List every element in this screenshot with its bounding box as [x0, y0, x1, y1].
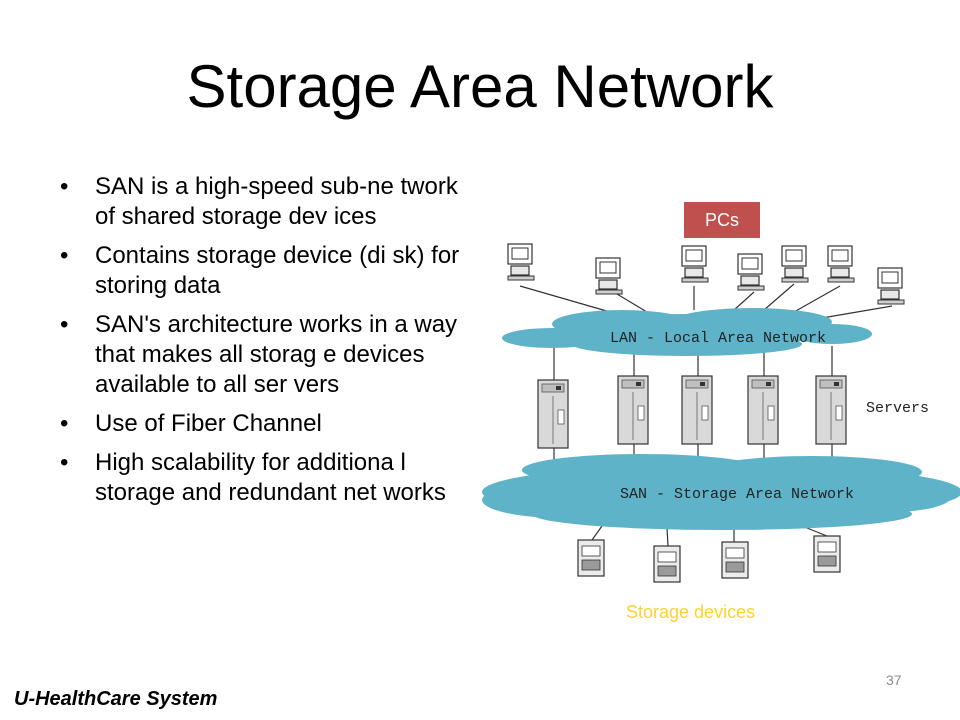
disk-icon	[577, 539, 605, 577]
server-icon	[537, 379, 569, 449]
disk-icon	[813, 535, 841, 573]
bullet-item: • SAN's architecture works in a way that …	[60, 310, 480, 400]
pc-icon-group	[507, 243, 905, 305]
server-icon	[617, 375, 649, 445]
pc-icon	[737, 253, 765, 291]
servers-label: Servers	[866, 400, 929, 417]
server-icon	[815, 375, 847, 445]
bullet-item: • SAN is a high-speed sub-ne twork of sha…	[60, 172, 480, 232]
bullet-dot: •	[60, 449, 69, 476]
bullet-dot: •	[60, 410, 69, 437]
bullet-item: • Contains storage device (di sk) for sto…	[60, 241, 480, 301]
bullet-list: • SAN is a high-speed sub-ne twork of sha…	[60, 172, 480, 517]
san-label: SAN - Storage Area Network	[620, 486, 854, 503]
server-icon	[681, 375, 713, 445]
bullet-text: High scalability for additiona l storage…	[95, 449, 446, 506]
pc-icon	[827, 245, 855, 283]
slide-title: Storage Area Network	[186, 53, 774, 120]
bullet-item: • Use of Fiber Channel	[60, 409, 480, 439]
disk-icon	[653, 545, 681, 583]
san-cloud	[482, 454, 960, 530]
pc-icon	[595, 257, 623, 295]
disk-icon	[721, 541, 749, 579]
bullet-text: Contains storage device (di sk) for stor…	[95, 242, 460, 299]
pc-icon	[681, 245, 709, 283]
bullet-text: SAN's architecture works in a way that m…	[95, 311, 458, 398]
bullet-text: SAN is a high-speed sub-ne twork of shar…	[95, 173, 458, 230]
pc-icon	[781, 245, 809, 283]
pc-icon	[507, 243, 535, 281]
bullet-dot: •	[60, 242, 69, 269]
server-icon-group	[537, 375, 847, 449]
lan-cloud	[502, 308, 872, 356]
storage-devices-label: Storage devices	[626, 602, 756, 622]
pc-icon	[877, 267, 905, 305]
bullet-dot: •	[60, 311, 69, 338]
san-diagram-svg: LAN - Local Area Network SAN - Storage A…	[482, 243, 960, 583]
bullet-text: Use of Fiber Channel	[95, 410, 322, 437]
san-diagram: LAN - Local Area Network SAN - Storage A…	[472, 196, 960, 636]
bullet-item: • High scalability for additiona l storag…	[60, 448, 480, 508]
page-number: 37	[886, 672, 902, 688]
lan-label: LAN - Local Area Network	[610, 330, 826, 347]
bullet-dot: •	[60, 173, 69, 200]
storage-icon-group	[577, 535, 841, 583]
footer-title: U-HealthCare System	[14, 688, 218, 710]
pcs-label: PCs	[684, 202, 760, 238]
server-icon	[747, 375, 779, 445]
